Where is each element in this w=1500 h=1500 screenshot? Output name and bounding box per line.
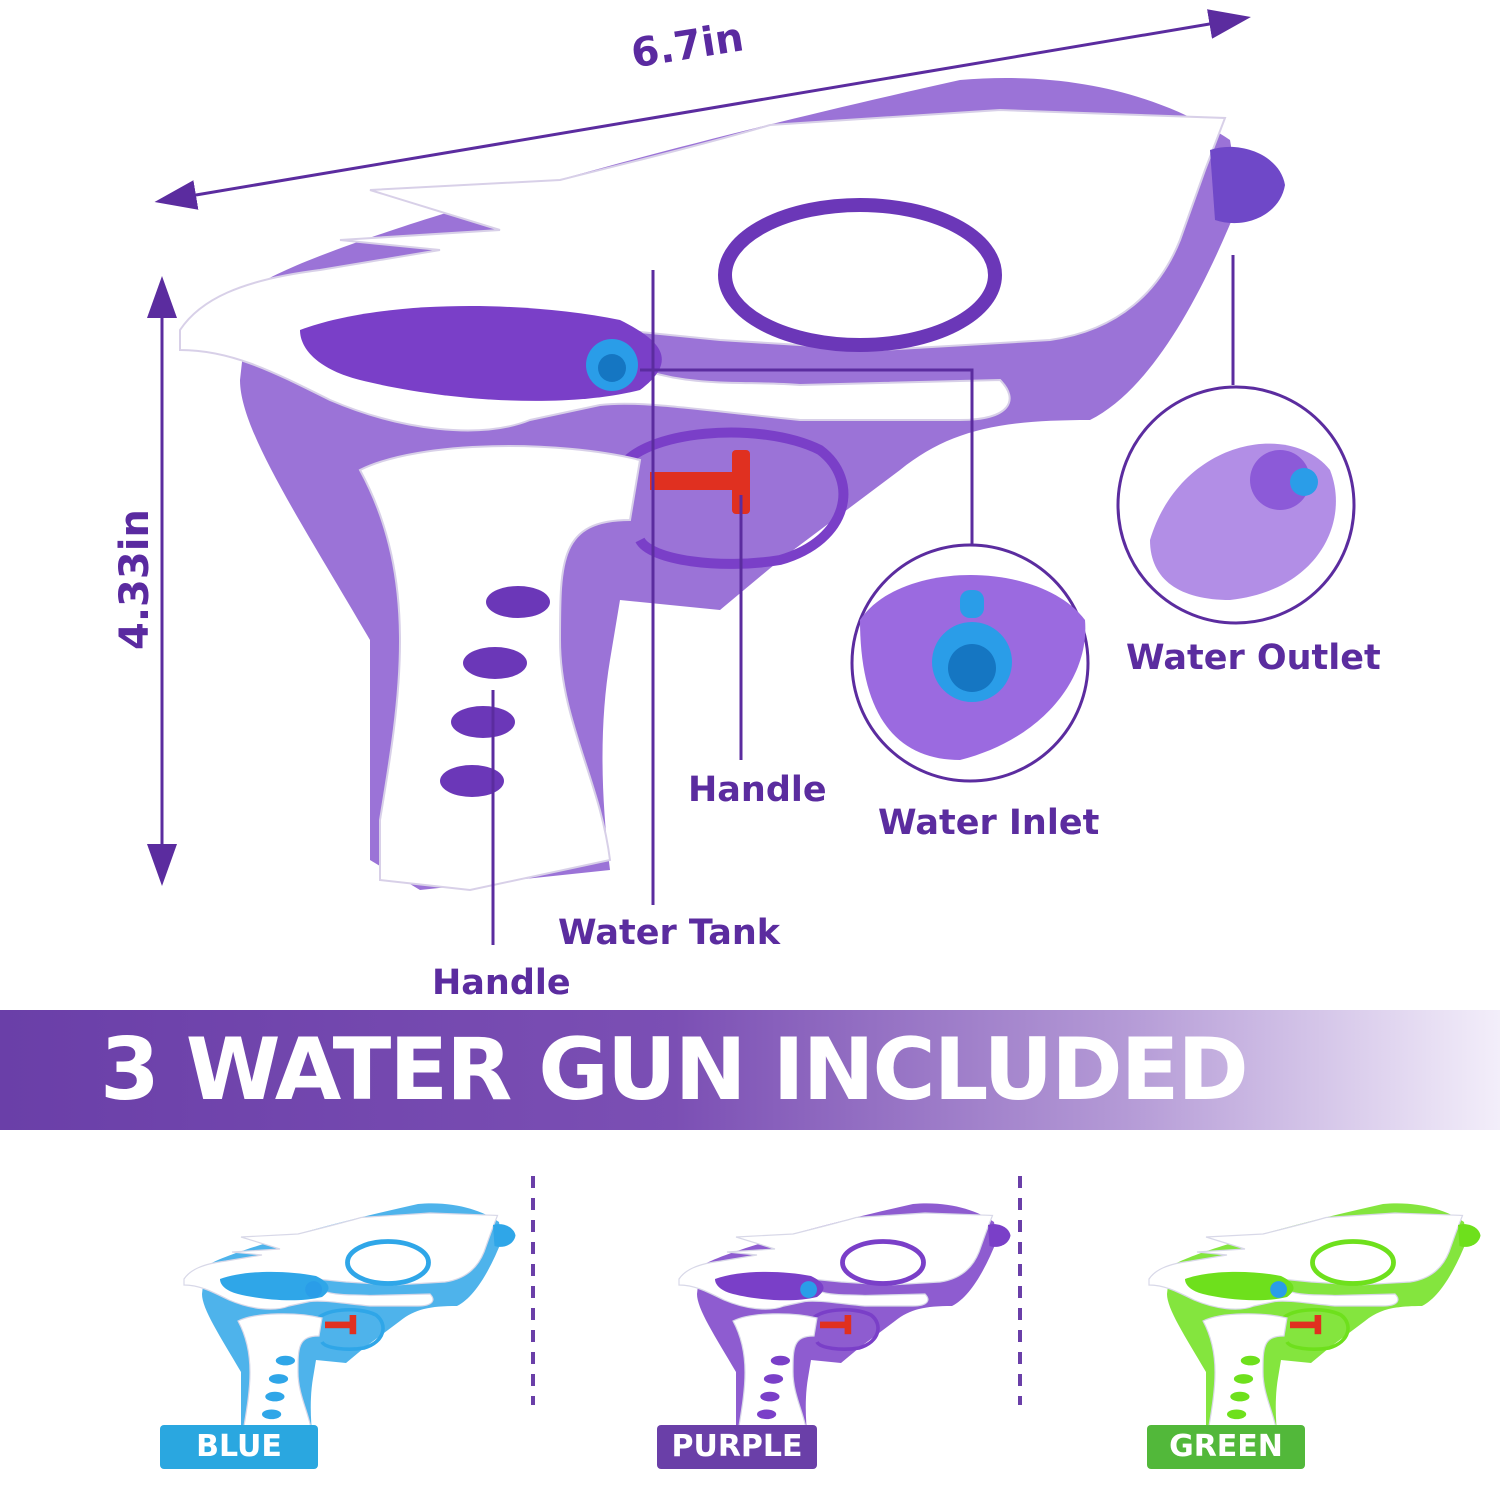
small-gun-green-part bbox=[1279, 1308, 1350, 1351]
main-water-gun bbox=[179, 78, 1285, 892]
small-gun-blue-part bbox=[325, 1321, 352, 1329]
callout-handle-grip: Handle bbox=[432, 963, 571, 1003]
small-gun-green-part bbox=[1240, 1355, 1260, 1366]
small-gun-blue-part bbox=[305, 1281, 322, 1298]
small-gun-purple-part bbox=[820, 1321, 847, 1329]
small-gun-purple-part bbox=[844, 1315, 852, 1335]
small-gun-purple bbox=[678, 1203, 1011, 1448]
small-gun-blue-part bbox=[345, 1239, 431, 1286]
small-gun-purple-part bbox=[760, 1391, 780, 1402]
small-gun-green-part bbox=[1458, 1224, 1481, 1247]
badge-blue: BLUE bbox=[160, 1425, 318, 1469]
small-gun-purple-part bbox=[715, 1271, 824, 1301]
small-gun-purple-part bbox=[800, 1281, 817, 1298]
small-gun-green-part bbox=[1233, 1374, 1254, 1384]
callout-water-outlet: Water Outlet bbox=[1126, 638, 1381, 678]
badge-green: GREEN bbox=[1147, 1425, 1305, 1469]
leader-water-inlet bbox=[640, 368, 974, 545]
zoom-water-inlet bbox=[850, 543, 1090, 783]
small-gun-green-part bbox=[1185, 1271, 1294, 1301]
small-gun-blue-part bbox=[268, 1374, 289, 1384]
small-gun-blue-part bbox=[349, 1315, 357, 1335]
height-label: 4.33in bbox=[112, 509, 158, 650]
small-gun-purple-part bbox=[770, 1355, 790, 1366]
small-gun-purple-part bbox=[809, 1308, 880, 1351]
small-gun-green-part bbox=[1290, 1321, 1317, 1329]
small-gun-purple-part bbox=[757, 1409, 777, 1420]
small-gun-blue-part bbox=[265, 1391, 285, 1402]
small-gun-purple-part bbox=[988, 1224, 1011, 1247]
badge-purple: PURPLE bbox=[657, 1425, 817, 1469]
callout-handle-pump: Handle bbox=[688, 770, 827, 810]
small-gun-blue bbox=[183, 1203, 516, 1448]
callout-water-inlet: Water Inlet bbox=[878, 803, 1100, 843]
small-gun-blue-part bbox=[220, 1271, 329, 1301]
zoom-water-outlet bbox=[1116, 385, 1356, 625]
small-gun-green-part bbox=[1227, 1409, 1247, 1420]
small-gun-green bbox=[1148, 1203, 1481, 1448]
small-gun-green-part bbox=[1314, 1315, 1322, 1335]
small-gun-blue-part bbox=[314, 1308, 385, 1351]
callout-water-tank: Water Tank bbox=[558, 913, 781, 953]
small-gun-blue-part bbox=[262, 1409, 282, 1420]
banner-title: 3 WATER GUN INCLUDED bbox=[100, 1020, 1249, 1120]
small-gun-green-part bbox=[1310, 1239, 1396, 1286]
small-gun-purple-part bbox=[763, 1374, 784, 1384]
small-gun-blue-part bbox=[493, 1224, 516, 1247]
width-dimension-line bbox=[154, 9, 1251, 210]
small-gun-green-part bbox=[1230, 1391, 1250, 1402]
small-gun-blue-part bbox=[275, 1355, 295, 1366]
small-gun-green-part bbox=[1270, 1281, 1287, 1298]
banner bbox=[0, 1010, 1500, 1130]
small-gun-purple-part bbox=[840, 1239, 926, 1286]
